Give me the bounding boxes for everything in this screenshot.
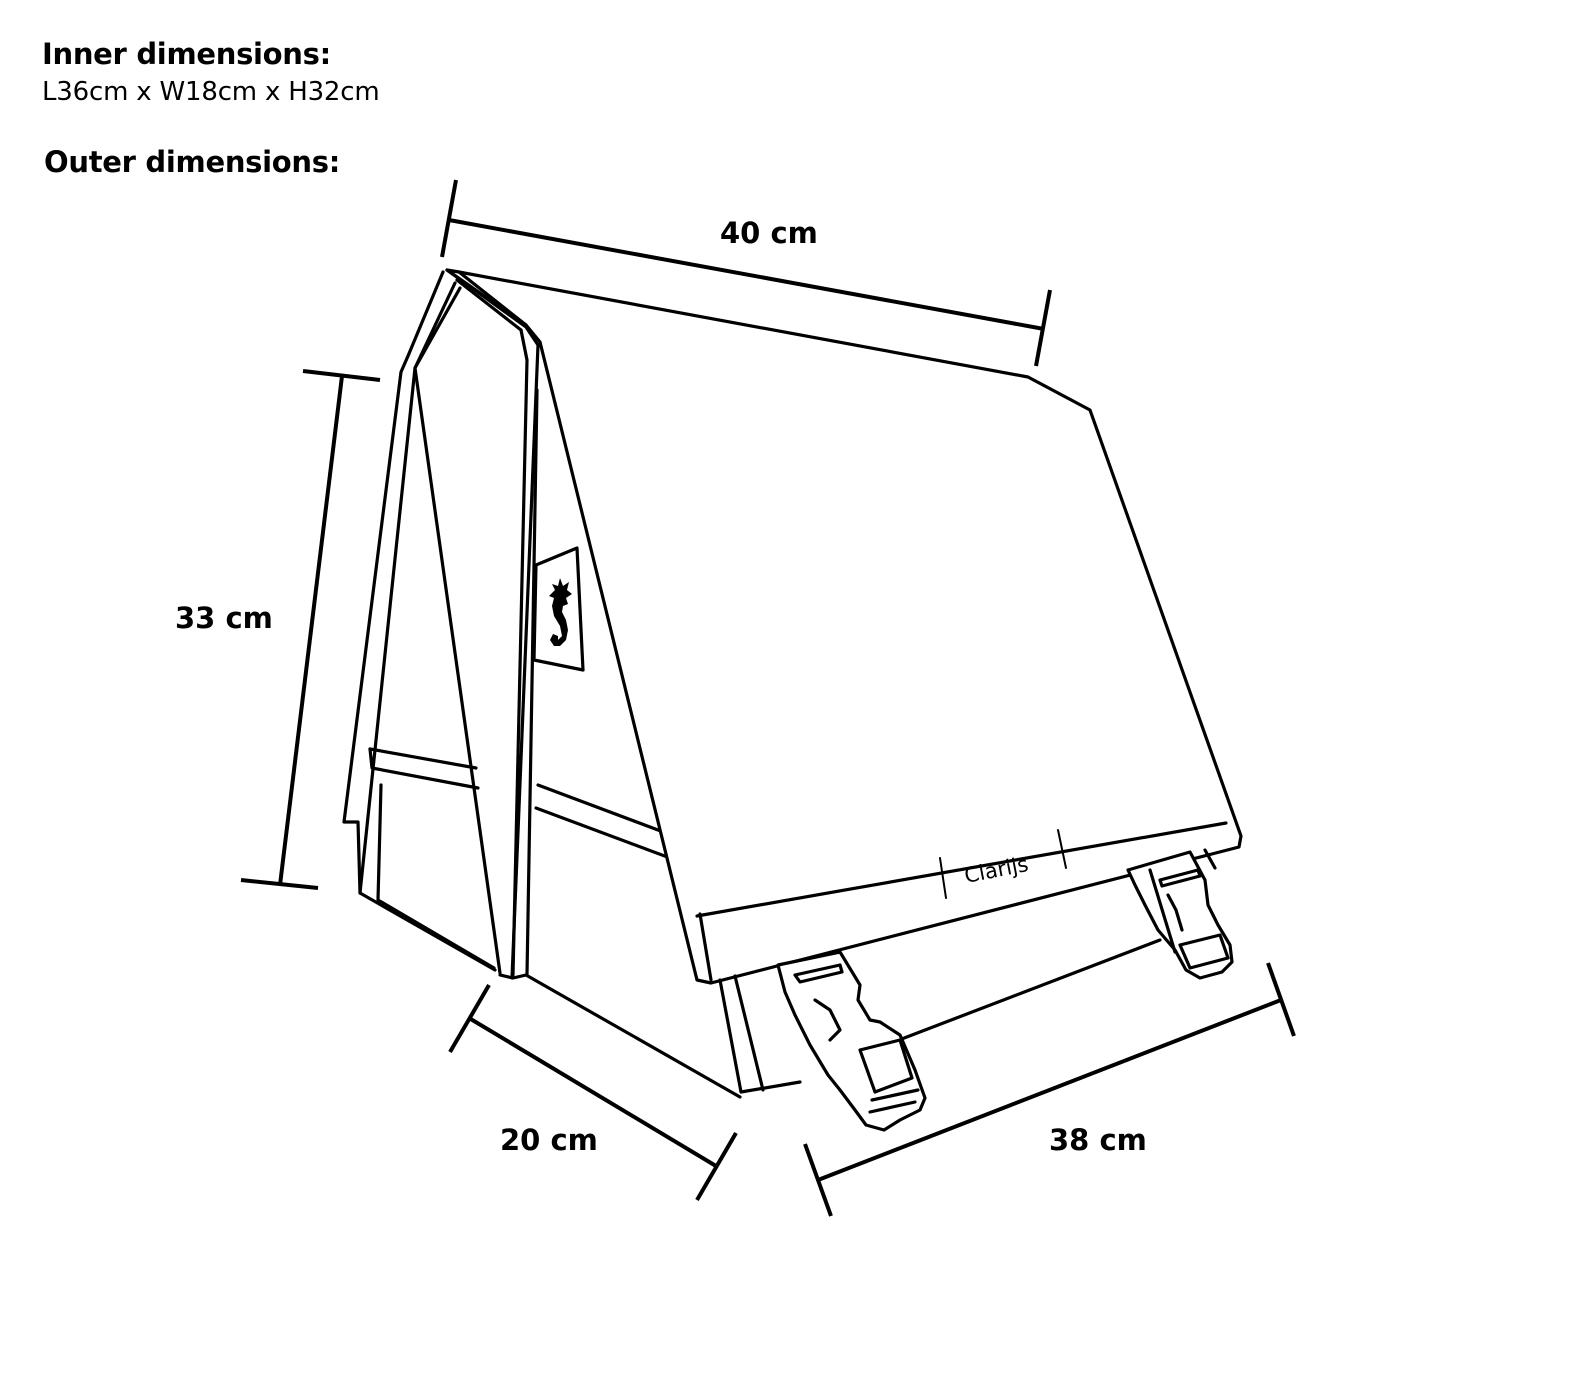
side-release-buckle-left <box>776 950 927 1132</box>
outer-dimensions-heading: Outer dimensions: <box>44 145 340 179</box>
height-label: 33 cm <box>175 601 273 635</box>
depth-tick-right <box>695 1131 738 1202</box>
seahorse-icon <box>549 578 572 646</box>
bottom-length-line <box>817 998 1282 1182</box>
height-line <box>278 375 344 886</box>
top-length-label: 40 cm <box>720 216 818 250</box>
bottom-length-tick-right <box>1266 962 1296 1037</box>
dimension-lines <box>240 179 1296 1217</box>
bag-front-flap: Clarijs <box>445 268 1243 985</box>
side-release-buckle-right <box>1126 850 1234 980</box>
inner-dimensions-heading: Inner dimensions: <box>42 37 331 71</box>
top-length-tick-left <box>440 179 458 258</box>
seahorse-logo-patch <box>532 546 585 672</box>
inner-dimensions-values: L36cm x W18cm x H32cm <box>42 77 380 107</box>
top-length-line <box>448 218 1045 331</box>
bottom-length-label: 38 cm <box>1049 1123 1147 1157</box>
height-tick-top <box>302 369 381 382</box>
bag-strap-right <box>1148 868 1177 954</box>
depth-label: 20 cm <box>500 1123 598 1157</box>
depth-line <box>467 1016 718 1168</box>
